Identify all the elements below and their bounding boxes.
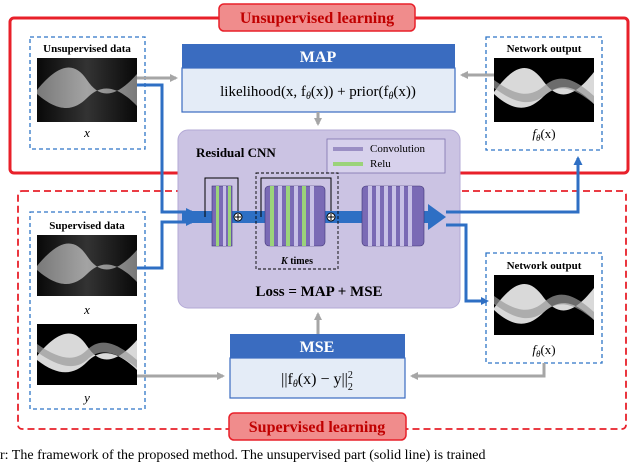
residual-block-2 — [260, 177, 336, 247]
legend-relu-label: Relu — [370, 158, 391, 170]
supervised-tab — [228, 412, 407, 441]
supervised-data-var-y: y — [82, 390, 90, 405]
arrow-cnn-to-output-bottom — [446, 223, 489, 305]
k-times-box — [255, 172, 339, 270]
residual-cnn-title: Residual CNN — [196, 145, 276, 160]
legend-convolution-label: Convolution — [370, 143, 426, 155]
unsupervised-data-box — [29, 36, 146, 150]
network-output-top-title: Network output — [507, 43, 582, 55]
network-output-bottom-title: Network output — [507, 260, 582, 272]
supervised-data-image-y — [37, 324, 137, 385]
map-title: MAP — [300, 49, 337, 66]
unsupervised-data-var: x — [83, 125, 90, 140]
mse-header — [230, 334, 405, 358]
supervised-data-box — [29, 211, 146, 410]
unsupervised-tab-label: Unsupervised learning — [240, 10, 394, 27]
arrow-sup-to-cnn — [137, 218, 194, 270]
map-formula: likelihood(x, fθ(x)) + prior(fθ(x)) — [220, 84, 416, 102]
arrow-output-to-mse — [410, 363, 546, 380]
k-times-label: K times — [280, 256, 313, 267]
map-header — [182, 44, 455, 68]
supervised-data-image-x — [37, 235, 137, 296]
residual-block-3 — [361, 185, 425, 247]
supervised-data-var-x: x — [83, 302, 90, 317]
unsupervised-data-image — [37, 58, 137, 122]
arrow-unsup-to-cnn — [137, 83, 194, 216]
network-output-bottom-image — [494, 275, 594, 335]
legend-relu-swatch — [333, 162, 363, 166]
supervised-tab-label: Supervised learning — [249, 419, 385, 436]
unsupervised-tab — [218, 3, 416, 32]
cnn-legend-box — [326, 138, 446, 174]
loss-label: Loss = MAP + MSE — [255, 284, 382, 300]
map-formula-box — [181, 67, 456, 113]
network-output-top-var: fθ(x) — [532, 126, 555, 143]
network-output-top-image — [494, 58, 594, 122]
network-output-bottom-var: fθ(x) — [532, 342, 555, 359]
arrow-cnn-to-output-top — [446, 156, 583, 214]
residual-block-1 — [204, 177, 243, 247]
cnn-trunk-head — [428, 204, 446, 230]
network-output-top-box — [485, 36, 603, 151]
mse-formula-box — [229, 357, 406, 399]
figure-caption: r: The framework of the proposed method.… — [0, 448, 485, 463]
unsupervised-data-title: Unsupervised data — [43, 43, 131, 55]
mse-title: MSE — [300, 339, 335, 356]
legend-convolution-swatch — [333, 147, 363, 151]
supervised-data-title: Supervised data — [49, 220, 125, 232]
